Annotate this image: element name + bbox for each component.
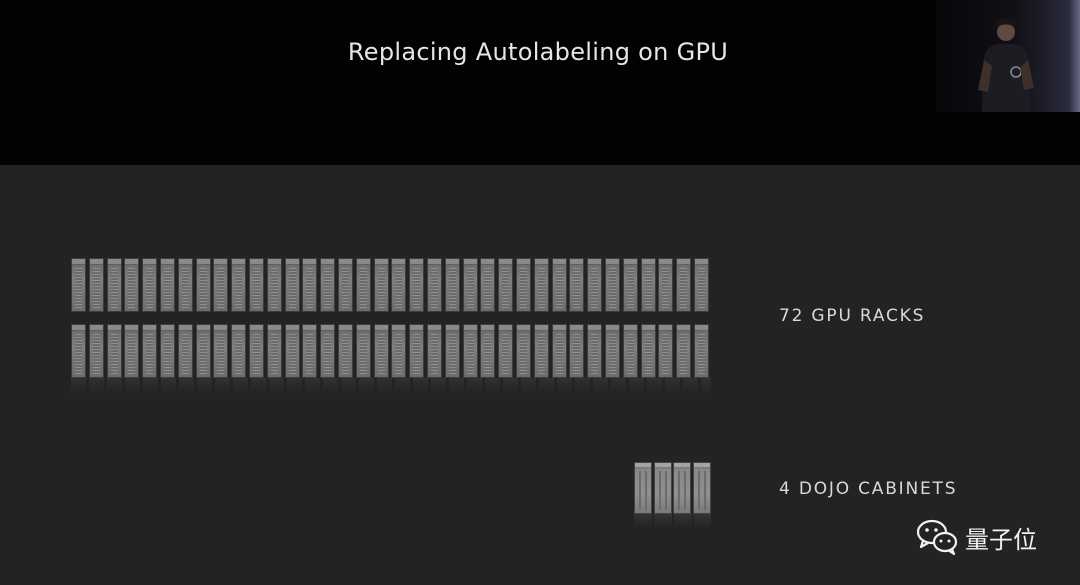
gpu-rack — [444, 258, 460, 312]
gpu-rack — [462, 324, 478, 378]
slide-header: Replacing Autolabeling on GPU — [0, 0, 1080, 165]
gpu-rack — [88, 258, 104, 312]
gpu-rack — [355, 324, 371, 378]
gpu-rack — [516, 324, 531, 378]
gpu-rack — [106, 324, 122, 378]
gpu-rack — [551, 258, 567, 312]
wechat-icon — [916, 519, 958, 556]
gpu-rack — [658, 258, 674, 312]
gpu-rack — [373, 324, 389, 378]
gpu-rack — [605, 324, 620, 378]
gpu-rack — [551, 324, 567, 378]
gpu-rack — [694, 324, 709, 378]
watermark-text: 量子位 — [965, 525, 1037, 554]
gpu-rack — [195, 324, 211, 378]
gpu-rack — [266, 258, 282, 312]
gpu-rack — [249, 324, 264, 378]
gpu-rack — [587, 324, 603, 378]
speaker-figure — [978, 18, 1034, 112]
gpu-rack — [302, 258, 318, 312]
slide-title: Replacing Autolabeling on GPU — [347, 38, 729, 66]
gpu-rack — [249, 258, 264, 312]
gpu-rack — [213, 324, 229, 378]
gpu-rack — [676, 324, 692, 378]
gpu-rack — [160, 258, 175, 312]
dojo-cabinet — [692, 462, 711, 514]
gpu-rack — [88, 324, 104, 378]
gpu-rack — [373, 258, 389, 312]
gpu-rack — [462, 258, 478, 312]
gpu-rack — [302, 324, 318, 378]
gpu-rack — [71, 258, 86, 312]
gpu-rack — [338, 324, 353, 378]
gpu-rack — [106, 258, 122, 312]
dojo-cabinet — [653, 462, 672, 514]
gpu-rack — [569, 258, 585, 312]
gpu-rack — [142, 324, 158, 378]
gpu-rack — [177, 258, 193, 312]
gpu-rack — [658, 324, 674, 378]
gpu-rack — [284, 258, 300, 312]
gpu-rack — [266, 324, 282, 378]
gpu-rack — [498, 324, 514, 378]
gpu-rack — [284, 324, 300, 378]
gpu-rack — [338, 258, 353, 312]
gpu-rack — [533, 258, 549, 312]
gpu-racks-reflection — [71, 378, 711, 394]
gpu-rack — [409, 324, 425, 378]
gpu-rack — [391, 258, 407, 312]
gpu-rack — [320, 258, 336, 312]
gpu-rack — [676, 258, 692, 312]
speaker-video — [936, 0, 1080, 112]
watermark: 量子位 — [915, 517, 1037, 557]
gpu-rack — [622, 324, 638, 378]
gpu-rack — [195, 258, 211, 312]
gpu-rack — [480, 258, 496, 312]
gpu-rack — [498, 258, 514, 312]
dojo-cabinet — [673, 462, 691, 514]
gpu-racks-row-2 — [71, 324, 711, 378]
gpu-rack — [480, 324, 496, 378]
gpu-rack — [142, 258, 158, 312]
gpu-rack — [160, 324, 175, 378]
gpu-rack — [605, 258, 620, 312]
gpu-rack — [427, 324, 442, 378]
gpu-rack — [587, 258, 603, 312]
dojo-cabinets-label: 4 DOJO CABINETS — [779, 479, 958, 499]
gpu-rack — [444, 324, 460, 378]
gpu-rack — [231, 258, 247, 312]
gpu-rack — [409, 258, 425, 312]
gpu-rack — [569, 324, 585, 378]
gpu-rack — [231, 324, 247, 378]
gpu-rack — [533, 324, 549, 378]
gpu-rack — [640, 324, 656, 378]
gpu-rack — [177, 324, 193, 378]
gpu-rack — [427, 258, 442, 312]
gpu-racks-label: 72 GPU RACKS — [779, 306, 926, 326]
gpu-racks-row-1 — [71, 258, 711, 312]
dojo-cabinets-reflection — [634, 514, 711, 528]
gpu-rack — [124, 258, 140, 312]
gpu-rack — [640, 258, 656, 312]
gpu-rack — [694, 258, 709, 312]
gpu-rack — [71, 324, 86, 378]
dojo-cabinet — [634, 462, 652, 514]
gpu-rack — [213, 258, 229, 312]
gpu-rack — [516, 258, 531, 312]
gpu-rack — [124, 324, 140, 378]
gpu-rack — [391, 324, 407, 378]
gpu-rack — [355, 258, 371, 312]
gpu-rack — [320, 324, 336, 378]
dojo-cabinets-group — [634, 462, 711, 514]
gpu-rack — [622, 258, 638, 312]
